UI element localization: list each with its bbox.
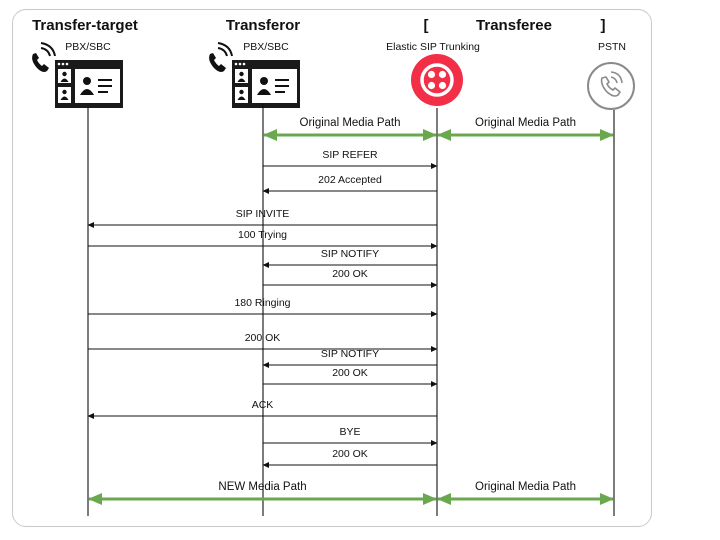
media-path-label: NEW Media Path (218, 481, 306, 493)
message-label: 200 OK (332, 448, 368, 460)
message-label: 200 OK (332, 268, 368, 280)
message-label: 100 Trying (238, 229, 287, 241)
pbx-phone-icon (32, 42, 123, 108)
header-transferee: Transferee (476, 17, 552, 34)
message-label: BYE (339, 426, 360, 438)
message-label: SIP REFER (322, 149, 378, 161)
message-label: ACK (252, 399, 274, 411)
message-label: SIP NOTIFY (321, 348, 379, 360)
message-label: 200 OK (245, 332, 281, 344)
header-transferor: Transferor (226, 17, 300, 34)
phone-waves-icon (209, 42, 233, 72)
header-transfer-target: Transfer-target (32, 17, 138, 34)
message-label: 200 OK (332, 367, 368, 379)
subtitle-transfer-target: PBX/SBC (65, 41, 111, 53)
media-path-label: Original Media Path (300, 117, 401, 129)
transferee-open-bracket: [ (424, 17, 429, 34)
transferee-close-bracket: ] (601, 17, 606, 34)
message-label: 202 Accepted (318, 174, 382, 186)
message-label: SIP INVITE (236, 208, 290, 220)
subtitle-trunking: Elastic SIP Trunking (386, 41, 480, 53)
phone-circle-icon (587, 62, 635, 110)
diagram-frame (12, 9, 652, 527)
subtitle-pstn: PSTN (598, 41, 626, 53)
message-label: 180 Ringing (234, 297, 290, 309)
pbx-phone-icon (209, 42, 300, 108)
media-path-label: Original Media Path (475, 481, 576, 493)
subtitle-transferor: PBX/SBC (243, 41, 289, 53)
phone-waves-icon (32, 42, 56, 72)
twilio-logo-icon (411, 54, 463, 106)
message-label: SIP NOTIFY (321, 248, 379, 260)
media-path-label: Original Media Path (475, 117, 576, 129)
